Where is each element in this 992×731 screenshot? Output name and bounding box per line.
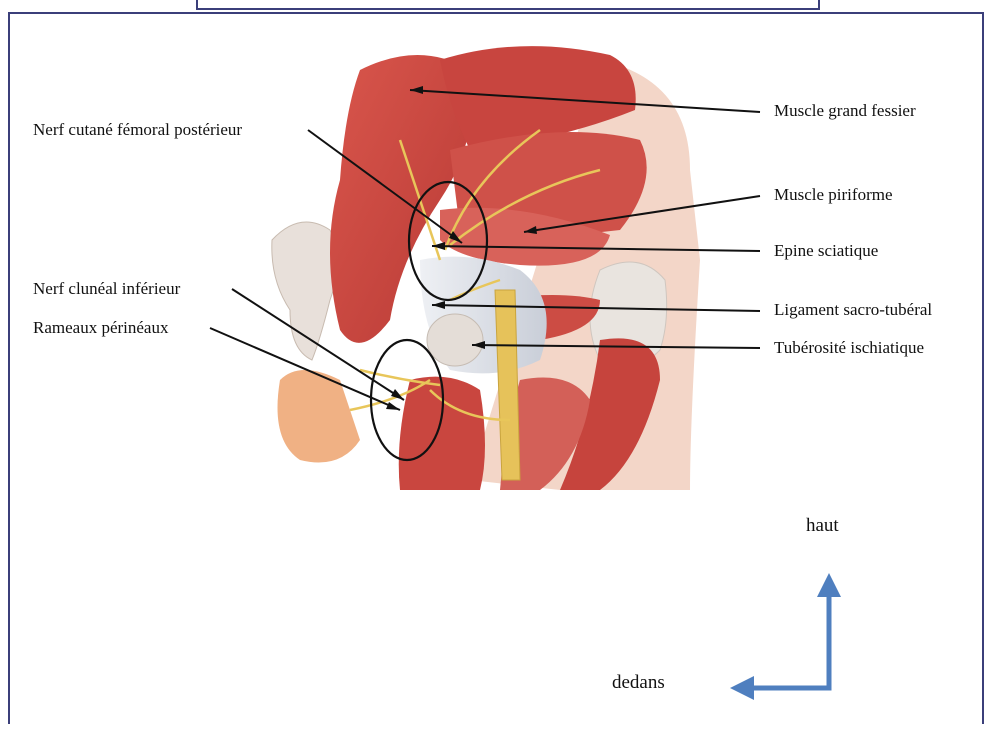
label-dedans: dedans xyxy=(612,672,665,694)
orientation-arrows xyxy=(748,595,829,688)
label-nerf-cluneal-inferieur: Nerf clunéal inférieur xyxy=(33,279,180,299)
sacrum-bone xyxy=(272,222,338,360)
label-nerf-cutane-femoral-posterieur: Nerf cutané fémoral postérieur xyxy=(33,120,242,140)
label-tuberosite-ischiatique: Tubérosité ischiatique xyxy=(774,338,924,358)
ischial-tuberosity xyxy=(427,314,483,366)
label-muscle-piriforme: Muscle piriforme xyxy=(774,185,893,205)
label-muscle-grand-fessier: Muscle grand fessier xyxy=(774,101,916,121)
buttock-skin xyxy=(278,370,361,463)
label-ligament-sacro-tuberal: Ligament sacro-tubéral xyxy=(774,300,932,320)
left-arrowhead xyxy=(730,676,754,700)
label-haut: haut xyxy=(806,515,839,537)
label-rameaux-perineaux: Rameaux périnéaux xyxy=(33,318,168,338)
up-arrowhead xyxy=(817,573,841,597)
label-epine-sciatique: Epine sciatique xyxy=(774,241,878,261)
